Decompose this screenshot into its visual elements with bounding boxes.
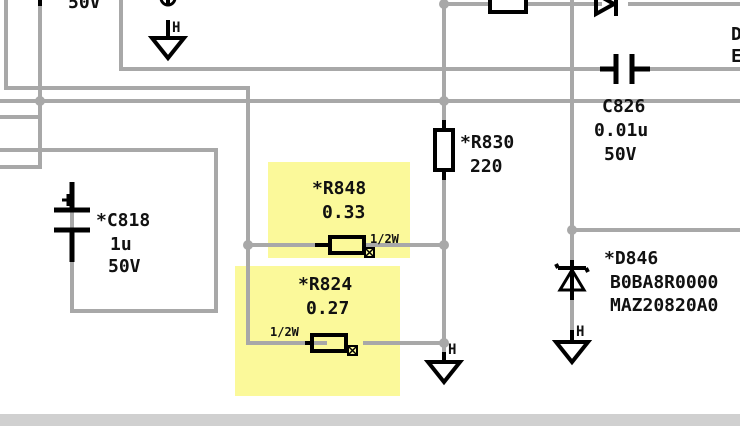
partial-resistor (488, 0, 528, 14)
d846-part2: MAZ20820A0 (610, 295, 718, 316)
capacitor-c826: C826 0.01u 50V (594, 54, 650, 165)
svg-text:H: H (448, 342, 456, 358)
partial-diode (594, 0, 619, 18)
ground-symbol-r824: H (423, 342, 465, 386)
resistor-r830: *R830 220 (433, 120, 514, 180)
c826-voltage: 50V (604, 144, 637, 165)
ground-symbol-top: H (147, 0, 189, 62)
ground-symbol-d846: H (551, 324, 593, 366)
r824-rating: 1/2W (270, 325, 300, 339)
svg-text:H: H (576, 324, 584, 340)
c826-value: 0.01u (594, 120, 648, 141)
d846-ref: *D846 (604, 248, 658, 269)
c818-voltage: 50V (108, 256, 141, 277)
junctions (35, 0, 577, 348)
partial-top-label: 50V (68, 0, 101, 13)
r830-ref: *R830 (460, 132, 514, 153)
c818-value: 1u (110, 234, 132, 255)
wires (0, 0, 740, 426)
r824-value: 0.27 (306, 298, 349, 319)
c826-ref: C826 (602, 96, 645, 117)
r824-ref: *R824 (298, 274, 352, 295)
r848-ref: *R848 (312, 178, 366, 199)
zener-diode-d846: *D846 B0BA8R0000 MAZ20820A0 (554, 248, 718, 316)
r830-value: 220 (470, 156, 503, 177)
r824-highlight (235, 266, 400, 396)
r848-rating: 1/2W (370, 232, 400, 246)
r848-value: 0.33 (322, 202, 365, 223)
edge-label-2: E (731, 46, 740, 67)
edge-label-1: D (731, 24, 740, 45)
resistor-r848: *R848 0.33 1/2W (312, 178, 400, 258)
c818-ref: *C818 (96, 210, 150, 231)
svg-text:H: H (172, 20, 180, 36)
capacitor-c818: *C818 1u 50V (54, 182, 150, 277)
r848-highlight (268, 162, 410, 258)
d846-part1: B0BA8R0000 (610, 272, 718, 293)
resistor-r824: *R824 0.27 1/2W (270, 274, 358, 356)
